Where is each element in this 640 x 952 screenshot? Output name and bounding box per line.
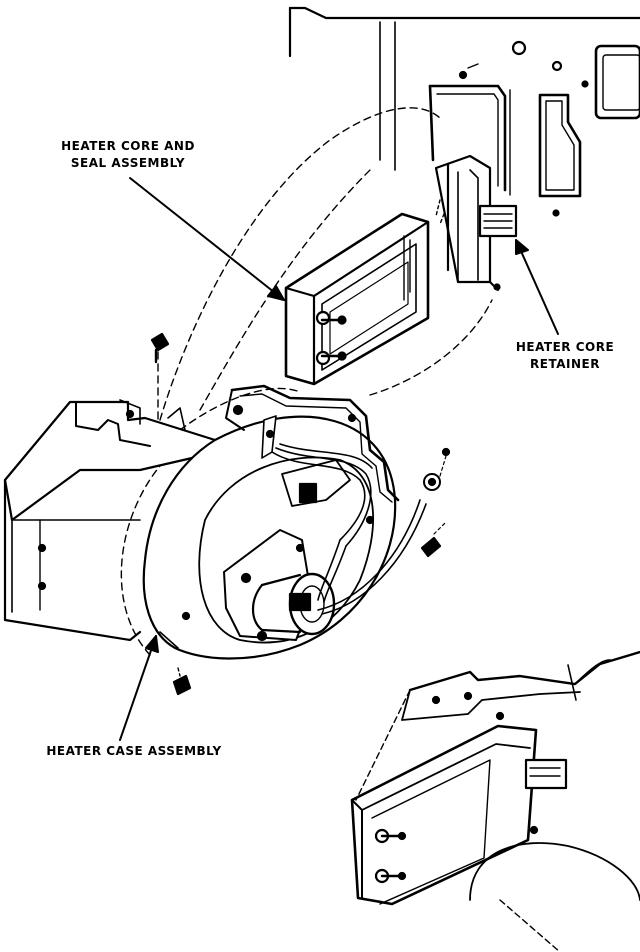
label-line: RETAINER: [530, 357, 600, 371]
leader-retainer: [515, 239, 559, 335]
arrowhead-retainer: [515, 239, 529, 255]
heater-core-retainer: [434, 154, 518, 291]
leader-case: [119, 635, 157, 741]
arrowhead-case: [145, 635, 159, 653]
leader-arrows: [119, 177, 559, 741]
leader-core-seal: [129, 177, 285, 301]
label-line: HEATER CORE AND: [61, 139, 195, 153]
label-heater-core-retainer: HEATER CORE RETAINER: [500, 339, 630, 373]
installed-view: [350, 650, 640, 952]
arrowhead-core-seal: [267, 285, 285, 301]
heater-case-assembly: [3, 384, 451, 660]
heater-core-and-seal-assembly: [284, 199, 445, 386]
label-heater-core-and-seal-assembly: HEATER CORE AND SEAL ASSEMBLY: [40, 138, 216, 172]
label-line: SEAL ASSEMBLY: [70, 156, 186, 170]
label-heater-case-assembly: HEATER CASE ASSEMBLY: [22, 743, 246, 760]
firewall-bracket: [428, 63, 507, 192]
label-line: HEATER CORE: [515, 340, 615, 354]
fastener-screws: [150, 332, 192, 696]
label-line: HEATER CASE ASSEMBLY: [46, 744, 222, 758]
firewall-panel: [288, 6, 640, 217]
